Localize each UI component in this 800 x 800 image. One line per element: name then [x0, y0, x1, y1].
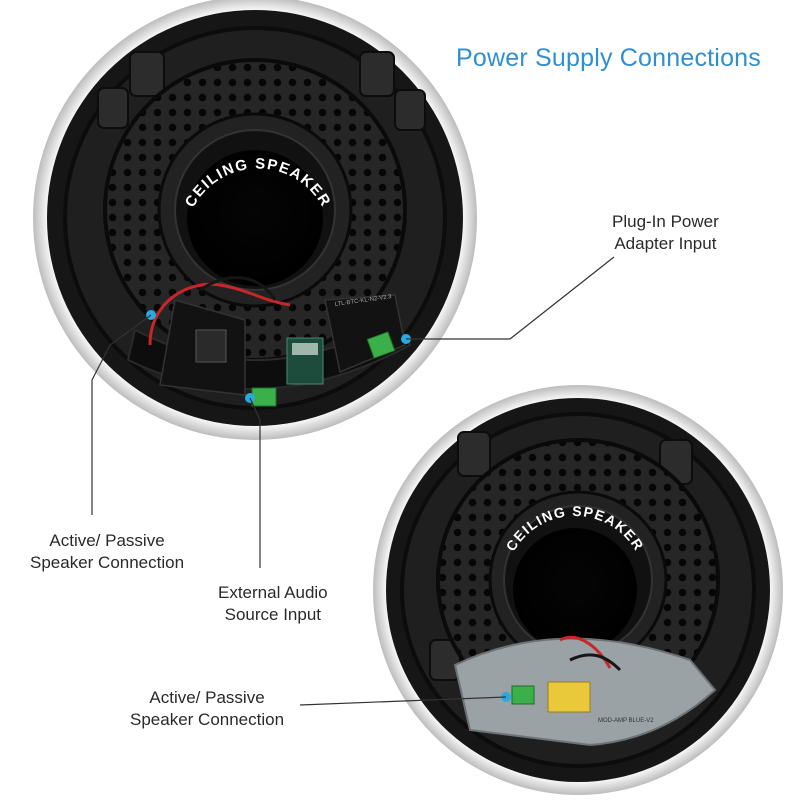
- page-title: Power Supply Connections: [456, 44, 761, 72]
- label-external-audio-line1: External Audio: [218, 583, 328, 602]
- label-plug-in-line2: Adapter Input: [614, 234, 717, 253]
- label-active-passive-bottom-line1: Active/ Passive: [149, 688, 265, 707]
- capacitor: [547, 681, 591, 713]
- speaker-bottom-board-text: MOD-AMP BLUE-V2: [598, 718, 654, 724]
- label-active-passive-top-line1: Active/ Passive: [49, 531, 165, 550]
- label-plug-in-line1: Plug-In Power: [612, 212, 719, 231]
- label-active-passive-top-line2: Speaker Connection: [30, 553, 185, 572]
- label-active-passive-bottom: Active/ Passive Speaker Connection: [130, 687, 284, 731]
- speaker-bottom-terminal: [511, 685, 535, 705]
- label-plug-in-power: Plug-In Power Adapter Input: [612, 211, 719, 255]
- speaker-top: CEILING SPEAKER LTL-BTC-KL-N2-V2.3: [33, 0, 477, 440]
- callout-lines: [91, 256, 615, 706]
- label-external-audio-line2: Source Input: [224, 605, 322, 624]
- label-active-passive-top: Active/ Passive Speaker Connection: [30, 530, 184, 574]
- label-external-audio: External Audio Source Input: [218, 582, 328, 626]
- speaker-top-terminal-power: [366, 331, 396, 359]
- mount-clamp-icon: [97, 51, 426, 131]
- speaker-top-terminal-active: [251, 387, 277, 407]
- speaker-top-cone: [187, 150, 323, 286]
- label-active-passive-bottom-line2: Speaker Connection: [130, 710, 285, 729]
- speaker-bottom: CEILING SPEAKER MOD-AMP BLUE-V2: [373, 385, 783, 795]
- speaker-bottom-cone: [513, 528, 637, 652]
